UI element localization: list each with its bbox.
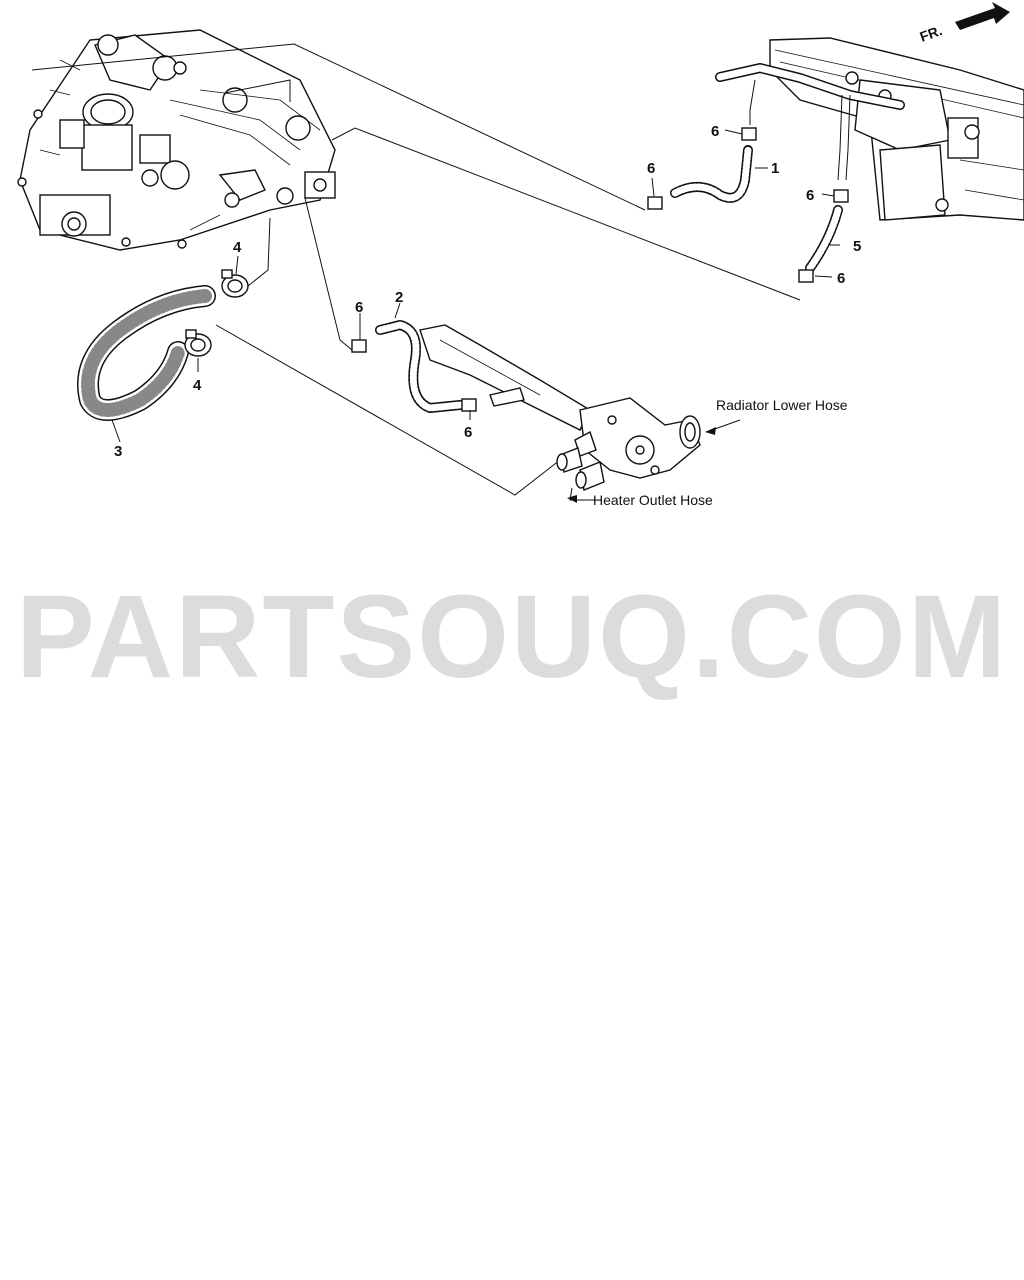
callout-3: 3 xyxy=(114,443,122,460)
callout-4-lower: 4 xyxy=(193,377,202,394)
leader-lines xyxy=(31,43,801,496)
callout-6-hose1-end: 6 xyxy=(647,160,655,177)
water-pipe xyxy=(419,324,591,431)
callout-2: 2 xyxy=(395,289,403,306)
clamp-4-lower xyxy=(184,329,212,357)
hose-2 xyxy=(351,320,477,413)
callout-6-hose1-top: 6 xyxy=(711,123,719,140)
callout-leaders xyxy=(111,129,840,503)
parts-diagram: FR. xyxy=(17,2,1024,508)
callout-numbers: 1 2 3 4 4 5 6 6 6 6 6 6 xyxy=(114,123,861,460)
fr-label: FR. xyxy=(918,22,945,45)
hose-1 xyxy=(647,127,757,210)
engine-block xyxy=(715,37,1024,221)
radiator-lower-hose-note: Radiator Lower Hose xyxy=(716,397,848,413)
front-arrow-icon xyxy=(955,2,1010,30)
watermark: PARTSOUQ.COM xyxy=(15,571,1009,703)
callout-4-upper: 4 xyxy=(233,239,242,256)
clamp-4-upper xyxy=(221,269,249,298)
heater-outlet-hose-note: Heater Outlet Hose xyxy=(593,492,713,508)
callout-5: 5 xyxy=(853,238,861,255)
callout-6-hose2-end: 6 xyxy=(464,424,472,441)
front-direction-marker: FR. xyxy=(918,2,1010,45)
callout-6-hose5-end: 6 xyxy=(837,270,845,287)
callout-1: 1 xyxy=(771,160,779,177)
intake-manifold xyxy=(17,29,336,251)
callout-6-hose5-top: 6 xyxy=(806,187,814,204)
thermostat-housing xyxy=(556,397,701,491)
callout-6-hose2-top: 6 xyxy=(355,299,363,316)
hose-3 xyxy=(77,285,216,421)
